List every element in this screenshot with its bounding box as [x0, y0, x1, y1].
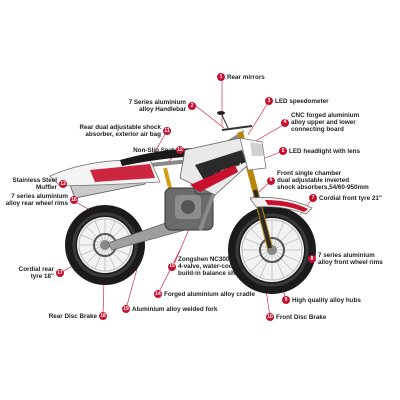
callout-number: 7	[309, 194, 317, 202]
callout-label: Forged aluminium alloy cradle	[164, 290, 255, 298]
callout-label: LED speedometer	[275, 97, 329, 105]
callout-number: 14	[154, 290, 162, 298]
callout-label-line3: connecting board	[291, 126, 344, 133]
callout-label: LED headlight with lens	[289, 147, 361, 155]
callout-number: 10	[266, 313, 274, 321]
callout-non-slip-seat: 12 Non-Slip Seat	[133, 146, 184, 154]
callout-number: 13	[59, 180, 67, 188]
callout-led-headlight: 5 LED headlight with lens	[279, 147, 360, 155]
callout-number: 16	[70, 196, 78, 204]
callout-cradle: 14 Forged aluminium alloy cradle	[154, 290, 255, 298]
callout-rear-mirrors: 1 Rear mirrors	[217, 73, 265, 81]
callout-number: 1	[217, 73, 225, 81]
callout-label-line2: alloy front wheel rims	[318, 259, 383, 266]
callout-label: High quality alloy hubs	[292, 296, 361, 304]
callout-label-line2: 4-valve, water-cooling,	[178, 263, 246, 270]
callout-engine: 15 Zongshen NC300S,4-valve, water-coolin…	[168, 256, 246, 277]
callout-label-line2: tyre 18"	[30, 273, 54, 280]
callout-label: Cordial front tyre 21"	[319, 194, 382, 202]
callout-number: 5	[279, 147, 287, 155]
callout-label-line2: dual adjustable inverted	[277, 177, 350, 184]
callout-label: Stainless Steel	[12, 177, 57, 184]
callout-alloy-hubs: 9 High quality alloy hubs	[282, 296, 361, 304]
callout-label: Cordial rear	[18, 266, 54, 273]
callout-label: 7 Series aluminium	[128, 99, 186, 106]
callout-label: Aluminium alloy welded fork	[132, 305, 218, 313]
callout-label-line2: absorber, exterior air bag	[85, 131, 161, 138]
callout-label-line3: build-in balance shaft	[178, 270, 243, 277]
callout-label: Zongshen NC300S,	[178, 256, 236, 263]
callout-label: CNC forged aluminium	[291, 112, 360, 119]
callout-front-disc-brake: 10 Front Disc Brake	[266, 313, 326, 321]
callout-label-line2: Muffler	[36, 184, 57, 191]
callout-label: Rear dual adjustable shock	[79, 124, 161, 131]
engine	[164, 171, 216, 231]
rear-wheel	[65, 205, 145, 285]
callout-number: 15	[168, 262, 176, 271]
callout-number: 17	[56, 269, 64, 277]
callout-number: 18	[99, 312, 107, 320]
callout-number: 19	[122, 305, 130, 313]
callout-label-line3: shock absorbers,54/60-950mm	[277, 184, 369, 191]
callout-number: 2	[188, 102, 196, 110]
callout-label: 7 series aluminium	[318, 252, 375, 259]
callout-number: 6	[267, 176, 275, 185]
callout-label-line2: alloy Handlebar	[139, 106, 186, 113]
callout-label: Rear mirrors	[227, 73, 265, 81]
callout-label-line2: alloy upper and lower	[291, 119, 356, 126]
callout-speedometer: 3 LED speedometer	[265, 97, 329, 105]
callout-number: 12	[176, 146, 184, 154]
callout-rear-disc-brake: 18 Rear Disc Brake	[49, 312, 107, 320]
callout-number: 4	[281, 118, 289, 127]
handlebar	[217, 111, 253, 131]
front-wheel	[228, 206, 316, 294]
callout-label: Front Disc Brake	[276, 313, 327, 321]
callout-label: Front single chamber	[277, 170, 342, 177]
callout-label: Rear Disc Brake	[48, 312, 97, 320]
callout-number: 11	[163, 127, 171, 135]
callout-label: 7 series aluminium	[11, 193, 68, 200]
callout-number: 9	[282, 296, 290, 304]
callout-label: Non-Slip Seat	[133, 146, 174, 154]
callout-number: 8	[308, 255, 316, 263]
callout-front-tyre: 7 Cordial front tyre 21"	[309, 194, 382, 202]
callout-welded-fork: 19 Aluminium alloy welded fork	[122, 305, 217, 313]
callout-number: 3	[265, 97, 273, 105]
callout-label-line2: alloy rear wheel rims	[5, 200, 68, 207]
